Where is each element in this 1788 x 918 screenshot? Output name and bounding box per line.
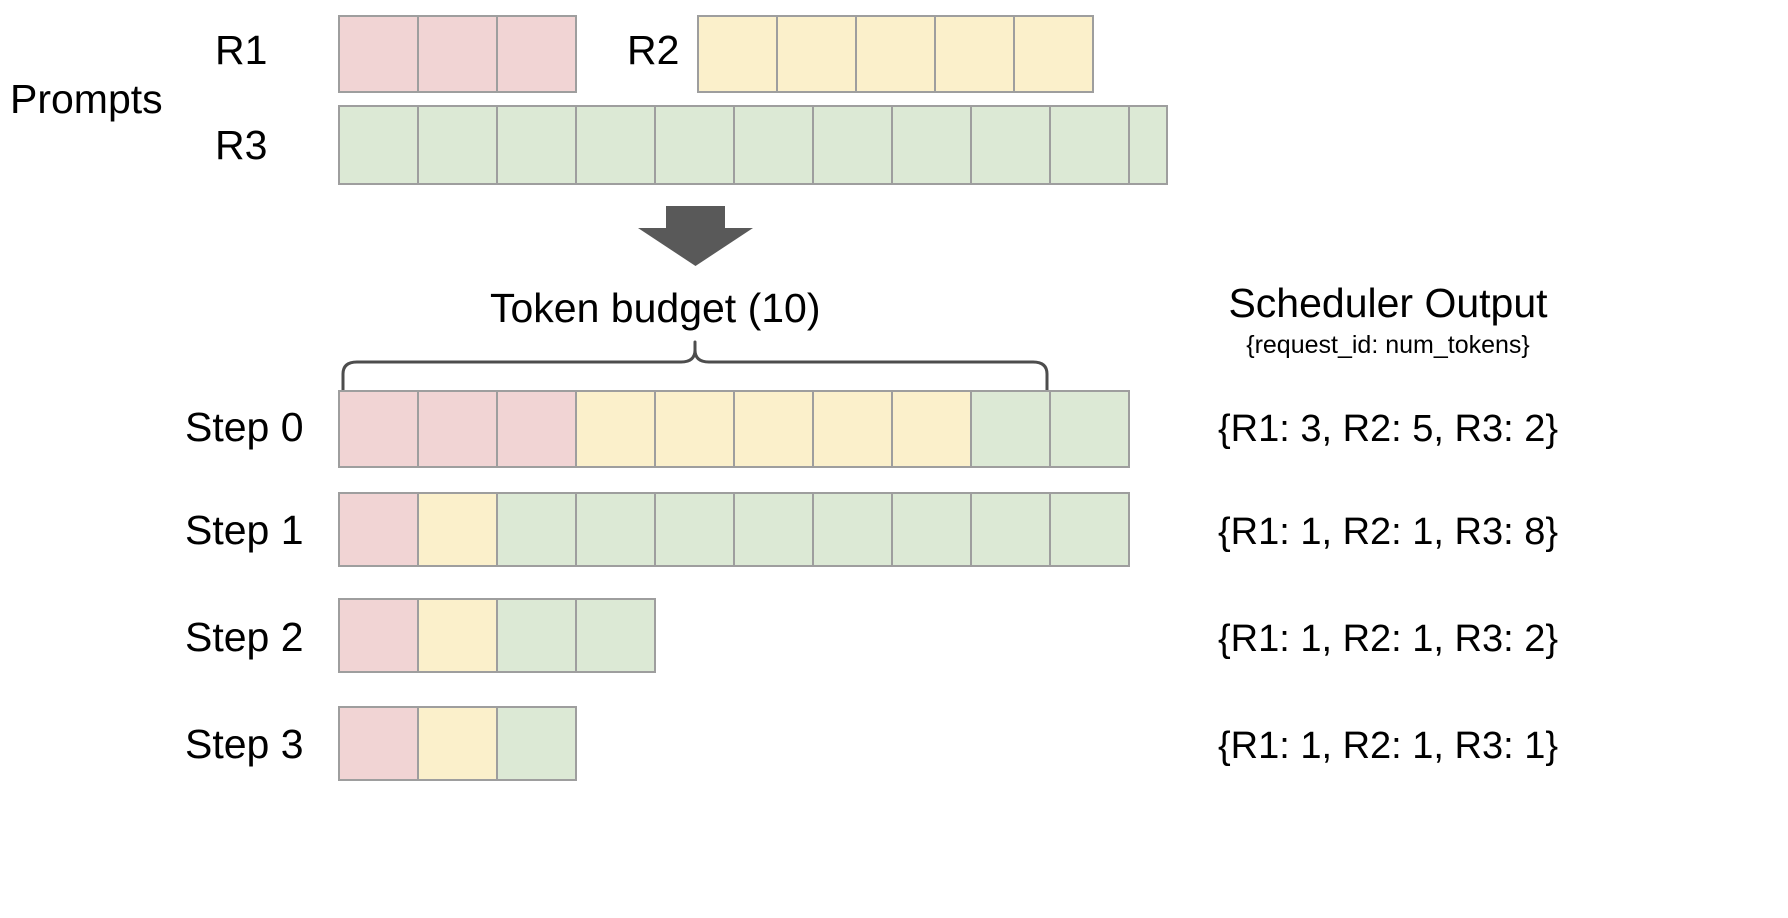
step-label-3: Step 3 [185, 721, 304, 767]
token-cell-r3 [970, 105, 1051, 185]
token-cell-r3 [654, 492, 735, 567]
token-cell-r3 [891, 105, 972, 185]
token-cell-r3 [812, 492, 893, 567]
token-cell-r3 [575, 105, 656, 185]
prompt-label-r1: R1 [215, 27, 268, 73]
token-cell-r2 [417, 598, 498, 673]
token-cell-r1 [338, 15, 419, 93]
scheduler-output-subtitle: {request_id: num_tokens} [1246, 331, 1530, 359]
step-row-3 [338, 706, 583, 781]
token-cell-r2 [891, 390, 972, 468]
token-budget-label: Token budget (10) [490, 285, 821, 331]
token-cell-r2 [812, 390, 893, 468]
token-cell-r2 [934, 15, 1015, 93]
token-cell-r3 [970, 390, 1051, 468]
token-cell-r1 [338, 492, 419, 567]
token-cell-r3 [496, 706, 577, 781]
token-cell-r2 [575, 390, 656, 468]
scheduler-output-value-2: {R1: 1, R2: 1, R3: 2} [1217, 618, 1559, 660]
token-cell-r1 [417, 15, 498, 93]
prompt-label-r3: R3 [215, 122, 268, 168]
token-cell-r3 [733, 492, 814, 567]
token-cell-r3 [496, 492, 577, 567]
token-cell-r2 [1013, 15, 1094, 93]
step-label-0: Step 0 [185, 404, 304, 450]
token-cell-r1 [496, 390, 577, 468]
token-cell-r3 [575, 598, 656, 673]
prompts-section-label: Prompts [10, 76, 163, 122]
prompt-row-r1 [338, 15, 583, 93]
scheduler-output-value-3: {R1: 1, R2: 1, R3: 1} [1217, 725, 1559, 767]
token-cell-r2 [417, 492, 498, 567]
token-cell-r1 [417, 390, 498, 468]
token-cell-r1 [338, 390, 419, 468]
token-cell-r3 [575, 492, 656, 567]
scheduler-output-title: Scheduler Output [1228, 280, 1548, 326]
token-cell-r3 [891, 492, 972, 567]
prompt-row-r3 [338, 105, 1190, 185]
token-cell-r3 [338, 105, 419, 185]
prompt-label-r2: R2 [627, 27, 680, 73]
step-row-1 [338, 492, 1150, 567]
prompt-row-r2 [697, 15, 1104, 93]
token-cell-r3 [733, 105, 814, 185]
token-cell-r3 [970, 492, 1051, 567]
scheduler-output-value-1: {R1: 1, R2: 1, R3: 8} [1217, 511, 1559, 553]
step-label-1: Step 1 [185, 507, 304, 553]
token-cell-r3 [812, 105, 893, 185]
token-cell-r3 [1049, 492, 1130, 567]
token-cell-r3 [1128, 105, 1168, 185]
token-cell-r3 [654, 105, 735, 185]
token-cell-r3 [496, 598, 577, 673]
token-cell-r1 [496, 15, 577, 93]
token-cell-r2 [654, 390, 735, 468]
token-cell-r1 [338, 598, 419, 673]
token-cell-r2 [417, 706, 498, 781]
step-row-0 [338, 390, 1150, 468]
scheduler-output-value-0: {R1: 3, R2: 5, R3: 2} [1217, 408, 1559, 450]
token-cell-r1 [338, 706, 419, 781]
token-cell-r3 [1049, 105, 1130, 185]
step-label-2: Step 2 [185, 614, 304, 660]
token-cell-r2 [776, 15, 857, 93]
token-cell-r2 [855, 15, 936, 93]
down-arrow-icon [638, 206, 753, 266]
token-cell-r3 [417, 105, 498, 185]
curly-brace-icon [340, 340, 1050, 392]
step-row-2 [338, 598, 664, 673]
token-cell-r2 [697, 15, 778, 93]
token-cell-r3 [496, 105, 577, 185]
token-cell-r2 [733, 390, 814, 468]
token-cell-r3 [1049, 390, 1130, 468]
